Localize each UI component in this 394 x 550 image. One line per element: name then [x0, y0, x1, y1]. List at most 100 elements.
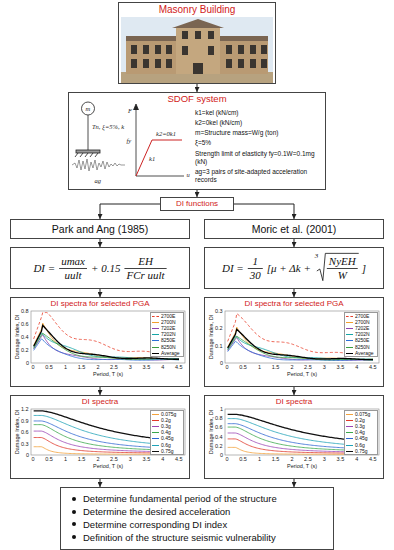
legend-label: 0.45g [355, 435, 368, 441]
legend-label: 0.075g [161, 411, 176, 417]
legend-label: 2700N [161, 319, 176, 325]
legend-label: 2700E [355, 313, 369, 319]
tick-label: 0.5 [45, 364, 53, 370]
legend-label: 8250E [355, 337, 369, 343]
flow-arrow [294, 289, 295, 297]
legend-swatch [346, 414, 353, 415]
plot-frame [225, 409, 379, 455]
bullet-dot [72, 535, 76, 539]
flow-arrow [294, 479, 295, 487]
sdof-system-box: SDOF systemk1=kel (kN/cm)k2=0kel (kN/cm)… [68, 92, 326, 190]
tick-label: 1.2 [21, 406, 29, 412]
parameter-text: k1=kel (kN/cm) [195, 109, 321, 117]
building-photo-box: Masonry Building [118, 2, 276, 84]
tick-label: 0 [26, 360, 29, 366]
bullet-dot [72, 522, 76, 526]
flow-arrow [100, 289, 101, 297]
step-text: Determine fundamental period of the stru… [83, 493, 323, 504]
legend-label: 0.2g [161, 417, 171, 423]
chart-plot [225, 311, 379, 363]
legend-swatch [346, 347, 353, 348]
tick-label: 0.4 [21, 334, 29, 340]
legend-label: 0.4g [161, 429, 171, 435]
radical-sign [317, 253, 359, 280]
tick-label: 1 [258, 364, 261, 370]
legend-swatch [346, 420, 353, 421]
tick-label: 0 [220, 452, 223, 458]
legend-label: 0.3g [161, 423, 171, 429]
legend-swatch [152, 451, 159, 452]
legend-label: Average [355, 350, 374, 356]
method-header: Moric et al. (2001) [204, 219, 384, 239]
tick-label: 0.5 [239, 364, 247, 370]
legend-label: 8250E [161, 337, 175, 343]
method-header: Park and Ang (1985) [10, 219, 190, 239]
legend-label: 0.6g [161, 442, 171, 448]
chart-plot [225, 409, 379, 455]
legend-label: 0.75g [161, 448, 174, 454]
formula-term: [μ + Δk + [267, 262, 311, 275]
step-text: Determine corresponding DI index [83, 519, 323, 530]
tick-label: 0.2 [215, 443, 223, 449]
legend-label: 0.075g [355, 411, 370, 417]
axis-title: Damage Index, DI [208, 410, 214, 454]
tick-label: 2 [290, 364, 293, 370]
axis-title: Damage Index, DI [14, 410, 20, 454]
formula-box: DI =umaxuult+ 0.15EHFCr uult [10, 247, 190, 289]
tick-label: 2.5 [110, 456, 118, 462]
box-title: DI spectra [276, 397, 312, 406]
tick-label: 1 [64, 364, 67, 370]
flow-arrow [294, 387, 295, 395]
box-title: DI spectra for selected PGA [50, 299, 149, 308]
tick-label: 4.5 [369, 456, 377, 462]
tick-label: 0 [32, 364, 35, 370]
formula-term: FCr uult [126, 269, 164, 282]
legend-label: 0.2g [355, 417, 365, 423]
legend-label: 7202N [355, 331, 370, 337]
flow-arrow [197, 84, 198, 92]
tick-label: 4 [355, 364, 358, 370]
tick-label: 2.5 [304, 456, 312, 462]
sdof-symbol-label: k1 [149, 155, 155, 162]
force-displacement-plot [134, 104, 185, 176]
legend-swatch [152, 420, 159, 421]
fraction-bar [124, 268, 166, 269]
chart-plot [31, 311, 185, 363]
sdof-symbol-label: u [187, 171, 190, 178]
sdof-symbol-label: ag [95, 177, 102, 184]
axis-title: Damage Index, DI [208, 315, 214, 359]
parameter-text: Strength limit of elasticity fy=0.1W=0.1… [195, 150, 321, 166]
plot-frame [31, 409, 185, 455]
tick-label: 0 [220, 360, 223, 366]
tick-label: 4 [161, 364, 164, 370]
flow-arrow [234, 204, 294, 219]
tick-label: 4 [161, 456, 164, 462]
axis-title: Period, T (s) [93, 371, 123, 377]
tick-label: 0.5 [45, 456, 53, 462]
sdof-symbol-label: F [128, 107, 132, 114]
tick-label: 3 [323, 364, 326, 370]
box-label: Moric et al. (2001) [252, 223, 337, 235]
legend-swatch [152, 316, 159, 317]
flow-arrow [294, 239, 295, 247]
legend-swatch [346, 334, 353, 335]
formula-term: ] [362, 262, 366, 275]
tick-label: 2.5 [304, 364, 312, 370]
tick-label: 2 [96, 364, 99, 370]
legend-label: 0.3g [355, 423, 365, 429]
flow-arrow [100, 387, 101, 395]
tick-label: 0.2 [21, 347, 29, 353]
axis-title: Damage Index, DI [14, 315, 20, 359]
tick-label: 4.5 [175, 456, 183, 462]
formula-term: EH [138, 255, 153, 268]
sdof-symbol-label: fy [127, 137, 132, 144]
legend-swatch [152, 328, 159, 329]
legend-swatch [346, 426, 353, 427]
parameter-text: m=Structure mass=W/g (ton) [195, 129, 321, 137]
legend-label: 2700N [355, 319, 370, 325]
legend-swatch [346, 353, 353, 354]
tick-label: 2.5 [110, 364, 118, 370]
legend-label: 0.6g [355, 442, 365, 448]
tick-label: 1.5 [272, 456, 280, 462]
